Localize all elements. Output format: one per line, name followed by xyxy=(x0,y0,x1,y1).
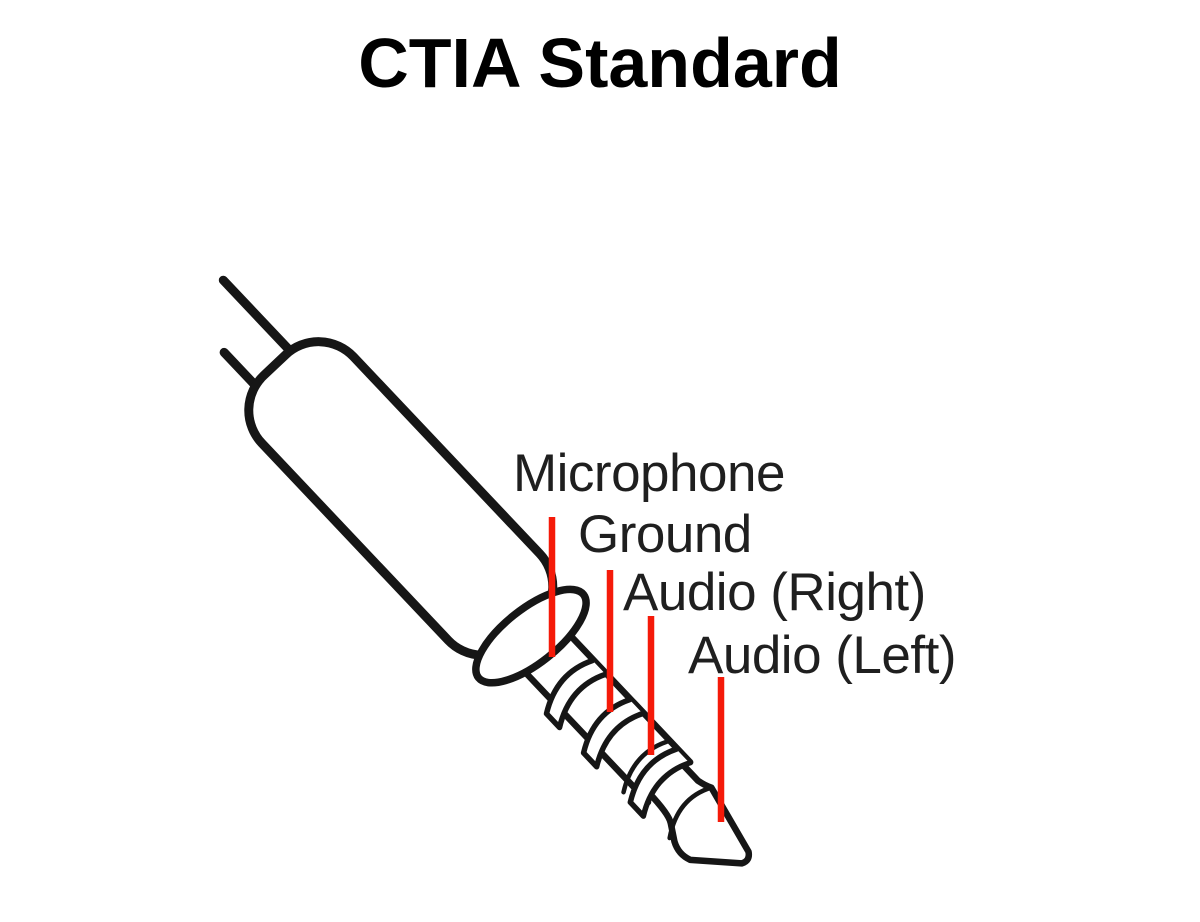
diagram-title: CTIA Standard xyxy=(358,24,842,102)
label-ground: Ground xyxy=(578,505,752,564)
strain-relief-collar xyxy=(472,585,590,687)
ring-band-1 xyxy=(543,657,609,731)
plug-tip xyxy=(645,758,753,867)
label-audio-left: Audio (Left) xyxy=(688,626,956,685)
label-microphone: Microphone xyxy=(513,444,785,503)
ring-band-3 xyxy=(627,746,693,819)
ring-band-3-extra-arc xyxy=(621,739,669,795)
tip-cone-base-arc xyxy=(667,785,714,841)
label-audio-right: Audio (Right) xyxy=(623,563,926,622)
